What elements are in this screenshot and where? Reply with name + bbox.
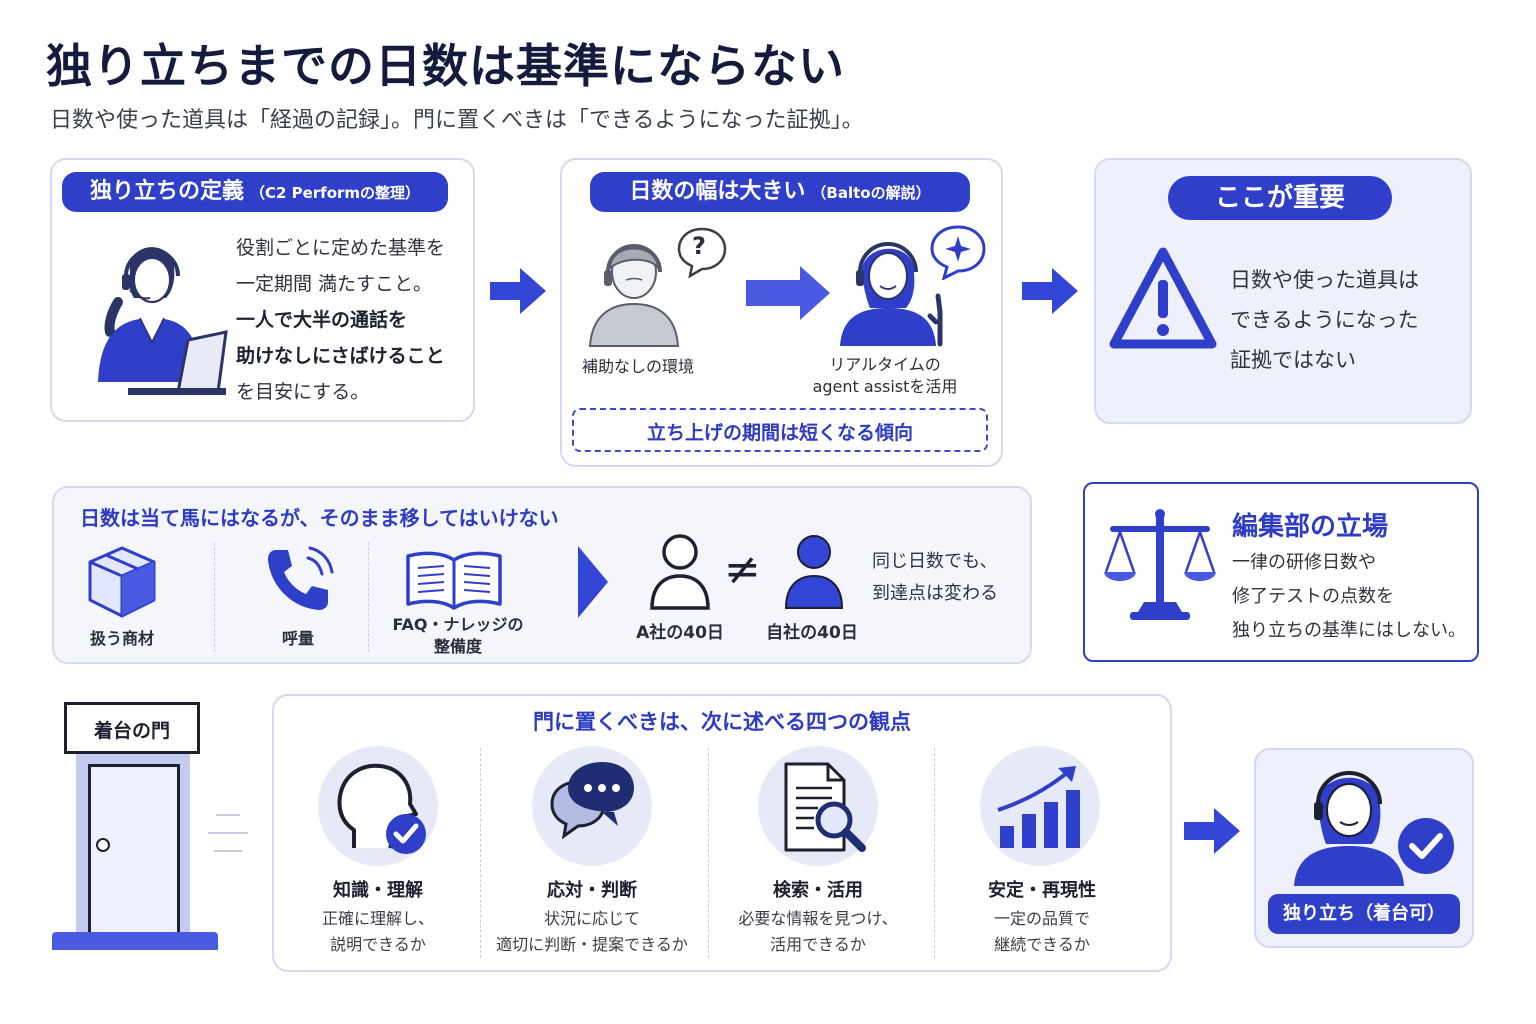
guide-note: 同じ日数でも、 到達点は変わる	[872, 546, 1022, 610]
definition-pill-label: 独り立ちの定義	[89, 179, 244, 204]
range-pill-label: 日数の幅は大きい	[629, 179, 806, 204]
company-a-label: A社の40日	[636, 623, 724, 643]
own-company-label: 自社の40日	[766, 623, 858, 643]
guide-divider	[214, 542, 215, 652]
unassisted-caption: 補助なしの環境	[581, 357, 694, 376]
assisted-caption: リアルタイムの agent assistを活用	[800, 354, 970, 398]
viewpoint-3-title: 検索・活用	[773, 880, 863, 901]
guide-item-faq-line-1: FAQ・ナレッジの	[392, 615, 524, 634]
editorial-card	[1083, 482, 1479, 662]
gate-base	[52, 932, 218, 950]
tendency-box	[572, 408, 988, 452]
guide-item-products: 扱う商材	[89, 629, 154, 648]
arrow-right-icon	[490, 268, 546, 314]
viewpoint-1-title: 知識・理解	[333, 880, 423, 901]
assisted-caption-line-2: agent assistを活用	[812, 377, 958, 396]
tendency-text: 立ち上げの期間は短くなる傾向	[646, 422, 913, 444]
operator-certified-icon	[1294, 771, 1404, 886]
assisted-caption-line-1: リアルタイムの	[829, 355, 941, 374]
viewpoint-4-desc: 一定の品質で 継続できるか	[944, 906, 1140, 958]
motion-line	[214, 850, 242, 852]
viewpoint-3-desc: 必要な情報を見つけ、 活用できるか	[720, 906, 916, 958]
not-equal-sign: ≠	[724, 544, 761, 595]
question-bubble-icon	[677, 227, 727, 278]
viewpoint-4-desc-line-2: 継続できるか	[994, 935, 1090, 954]
editorial-line-2: 修了テストの点数を	[1232, 586, 1394, 607]
warning-icon	[1109, 247, 1217, 349]
chevron-right-icon	[578, 546, 608, 618]
result-badge: 独り立ち（着台可）	[1268, 894, 1460, 934]
viewpoint-divider	[934, 748, 935, 958]
viewpoints-heading: 門に置くべきは、次に述べる四つの観点	[533, 710, 911, 734]
guide-note-line-1: 同じ日数でも、	[872, 551, 998, 572]
definition-line-5: を目安にする。	[236, 381, 370, 403]
important-text: 日数や使った道具は できるようになった 証拠ではない	[1230, 260, 1460, 380]
viewpoint-1-desc: 正確に理解し、 説明できるか	[290, 906, 466, 958]
guide-heading: 日数は当て馬にはなるが、そのまま移してはいけない	[80, 506, 559, 530]
definition-line-3: 一人で大半の通話を	[236, 309, 408, 331]
motion-line	[208, 832, 248, 834]
person-solid-icon	[784, 535, 844, 609]
definition-pill-note: （C2 Performの整理）	[249, 184, 421, 202]
scale-icon	[1104, 509, 1216, 620]
important-line-3: 証拠ではない	[1230, 348, 1356, 372]
range-pill-note: （Baltoの解説）	[811, 184, 931, 202]
important-line-2: できるようになった	[1230, 308, 1419, 332]
head-check-icon	[337, 763, 426, 854]
guide-divider	[368, 542, 369, 652]
door-knob	[96, 838, 110, 852]
person-outline-icon	[650, 534, 710, 610]
growth-chart-icon	[997, 766, 1080, 848]
question-mark: ?	[692, 232, 706, 260]
definition-line-2: 一定期間 満たすこと。	[236, 273, 433, 295]
operator-laptop-icon	[98, 247, 228, 395]
definition-text: 役割ごとに定めた基準を 一定期間 満たすこと。 一人で大半の通話を 助けなしにさ…	[236, 230, 466, 410]
viewpoint-3-desc-line-2: 活用できるか	[770, 935, 866, 954]
viewpoint-divider	[708, 748, 709, 958]
check-circle-icon	[1398, 818, 1454, 874]
editorial-line-3: 独り立ちの基準にはしない。	[1232, 620, 1466, 641]
book-icon	[406, 551, 502, 610]
important-line-1: 日数や使った道具は	[1230, 268, 1419, 292]
chat-bubbles-icon	[550, 762, 634, 840]
viewpoint-2-desc: 状況に応じて 適切に判断・提案できるか	[494, 906, 690, 958]
guide-item-faq-line-2: 整備度	[433, 637, 482, 656]
viewpoint-2-desc-line-2: 適切に判断・提案できるか	[496, 935, 688, 954]
gate-sign	[64, 702, 200, 754]
definition-line-1: 役割ごとに定めた基準を	[236, 237, 446, 259]
arrow-right-icon	[746, 266, 830, 320]
viewpoint-1-desc-line-2: 説明できるか	[330, 935, 426, 954]
range-pill: 日数の幅は大きい （Baltoの解説）	[590, 172, 970, 212]
viewpoint-3-desc-line-1: 必要な情報を見つけ、	[738, 909, 898, 928]
editorial-heading: 編集部の立場	[1232, 512, 1389, 542]
viewpoint-4-title: 安定・再現性	[988, 880, 1096, 901]
operator-unassisted-icon	[588, 244, 680, 347]
editorial-text: 一律の研修日数や 修了テストの点数を 独り立ちの基準にはしない。	[1232, 546, 1477, 648]
viewpoint-2-title: 応対・判断	[547, 880, 637, 901]
arrow-right-icon	[1184, 808, 1240, 854]
operator-assisted-icon	[840, 242, 943, 347]
box-icon	[88, 546, 156, 618]
guide-item-faq: FAQ・ナレッジの 整備度	[380, 614, 536, 658]
phone-icon	[268, 546, 334, 610]
document-search-icon	[784, 762, 866, 852]
viewpoint-2-desc-line-1: 状況に応じて	[543, 909, 640, 928]
gate-sign-label: 着台の門	[93, 720, 170, 742]
editorial-line-1: 一律の研修日数や	[1232, 552, 1376, 573]
arrow-right-icon	[1022, 268, 1078, 314]
page-title: 独り立ちまでの日数は基準にならない	[46, 39, 845, 93]
definition-line-4: 助けなしにさばけること	[236, 345, 445, 367]
sparkle-bubble-icon	[930, 225, 986, 280]
guide-item-call-volume: 呼量	[281, 629, 314, 648]
definition-pill: 独り立ちの定義 （C2 Performの整理）	[62, 172, 448, 212]
guide-card	[52, 486, 1032, 664]
motion-line	[216, 814, 240, 816]
guide-note-line-2: 到達点は変わる	[872, 583, 998, 604]
page-subtitle: 日数や使った道具は「経過の記録」。門に置くべきは「できるようになった証拠」。	[50, 108, 864, 133]
viewpoint-4-desc-line-1: 一定の品質で	[993, 909, 1090, 928]
important-pill: ここが重要	[1168, 176, 1392, 220]
viewpoint-divider	[480, 748, 481, 958]
viewpoint-1-desc-line-1: 正確に理解し、	[321, 909, 434, 928]
